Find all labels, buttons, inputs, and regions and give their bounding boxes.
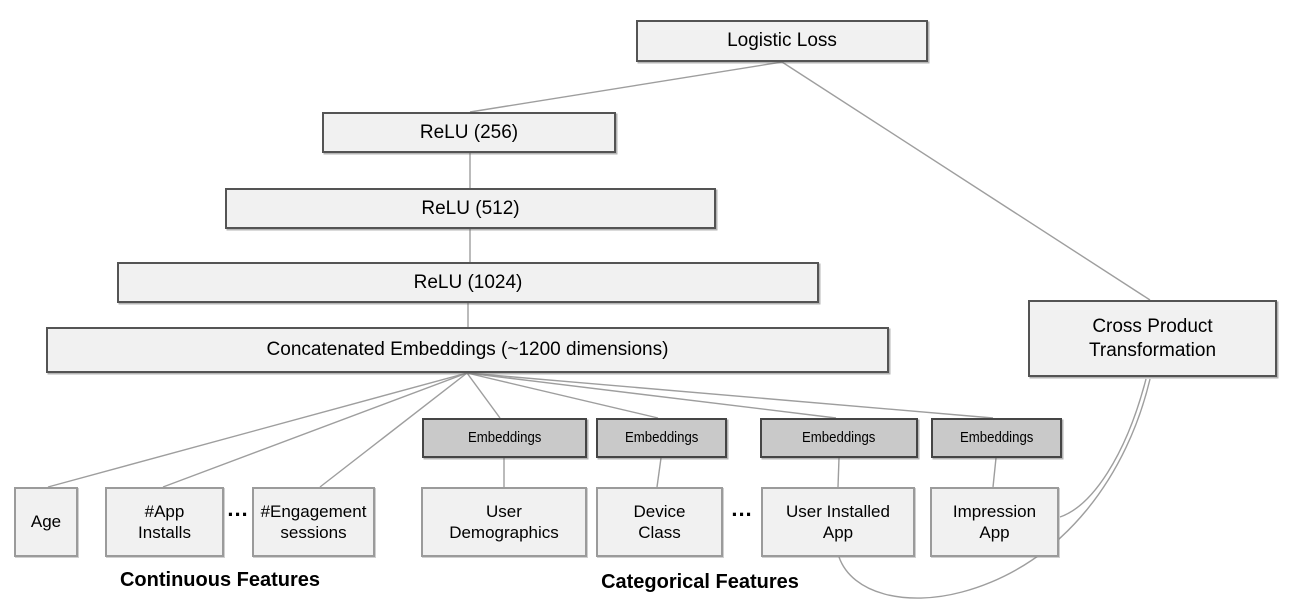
node-embeddings-label: Embeddings [802,428,876,446]
edge-user-installed-to-cross-product-curve [838,378,1151,599]
node-embeddings-device-class: Embeddings [596,418,727,458]
edge-concat-to-embeddings-3 [466,372,837,419]
edge-concat-to-age [47,372,468,488]
edge-embeddings4-to-impression [992,457,997,488]
edge-logistic-to-cross-product [781,61,1151,301]
node-relu-256-label: ReLU (256) [419,121,519,143]
node-logistic-loss-label: Logistic Loss [727,30,837,52]
node-cross-product-transformation-label: Cross Product Transformation [1088,315,1217,361]
edge-concat-to-engagement [319,372,468,488]
node-age-label: Age [30,512,62,532]
node-app-installs-label: #App Installs [138,501,191,542]
edge-concat-to-app-installs [162,372,468,488]
node-device-class: Device Class [596,487,723,557]
node-impression-app: Impression App [930,487,1059,557]
continuous-features-label: Continuous Features [119,569,320,591]
node-embeddings-user-installed-app: Embeddings [760,418,918,458]
node-user-installed-app: User Installed App [761,487,915,557]
edge-embeddings3-to-user-installed [837,457,840,488]
node-logistic-loss: Logistic Loss [636,20,928,62]
node-relu-512: ReLU (512) [225,188,716,229]
node-user-demographics: User Demographics [421,487,587,557]
node-embeddings-label: Embeddings [467,428,542,446]
node-device-class-label: Device Class [633,501,686,542]
edge-logistic-to-relu256 [469,61,783,113]
continuous-features-ellipsis: ... [227,496,249,521]
node-embeddings-label: Embeddings [959,428,1034,446]
node-user-demographics-label: User Demographics [449,501,559,542]
categorical-features-ellipsis: ... [731,496,753,521]
edge-concat-to-embeddings-2 [466,372,659,419]
node-embeddings-label: Embeddings [624,428,699,446]
node-relu-512-label: ReLU (512) [421,197,520,219]
node-relu-1024: ReLU (1024) [117,262,819,303]
categorical-features-label: Categorical Features [601,571,799,593]
node-concatenated-embeddings-label: Concatenated Embeddings (~1200 dimension… [266,339,669,361]
node-age: Age [14,487,78,557]
node-cross-product-transformation: Cross Product Transformation [1028,300,1277,377]
node-engagement-sessions: #Engagement sessions [252,487,375,557]
node-relu-256: ReLU (256) [322,112,616,153]
node-embeddings-user-demographics: Embeddings [422,418,587,458]
node-user-installed-app-label: User Installed App [786,501,890,542]
node-embeddings-impression-app: Embeddings [931,418,1062,458]
edge-embeddings2-to-device-class [656,457,662,488]
node-concatenated-embeddings: Concatenated Embeddings (~1200 dimension… [46,327,889,373]
edge-concat-to-embeddings-1 [466,372,501,419]
node-engagement-sessions-label: #Engagement sessions [260,501,367,542]
node-app-installs: #App Installs [105,487,224,557]
edge-impression-to-cross-product-curve [1059,378,1147,518]
node-relu-1024-label: ReLU (1024) [413,271,523,293]
node-impression-app-label: Impression App [952,501,1037,542]
edge-concat-to-embeddings-4 [466,372,994,419]
